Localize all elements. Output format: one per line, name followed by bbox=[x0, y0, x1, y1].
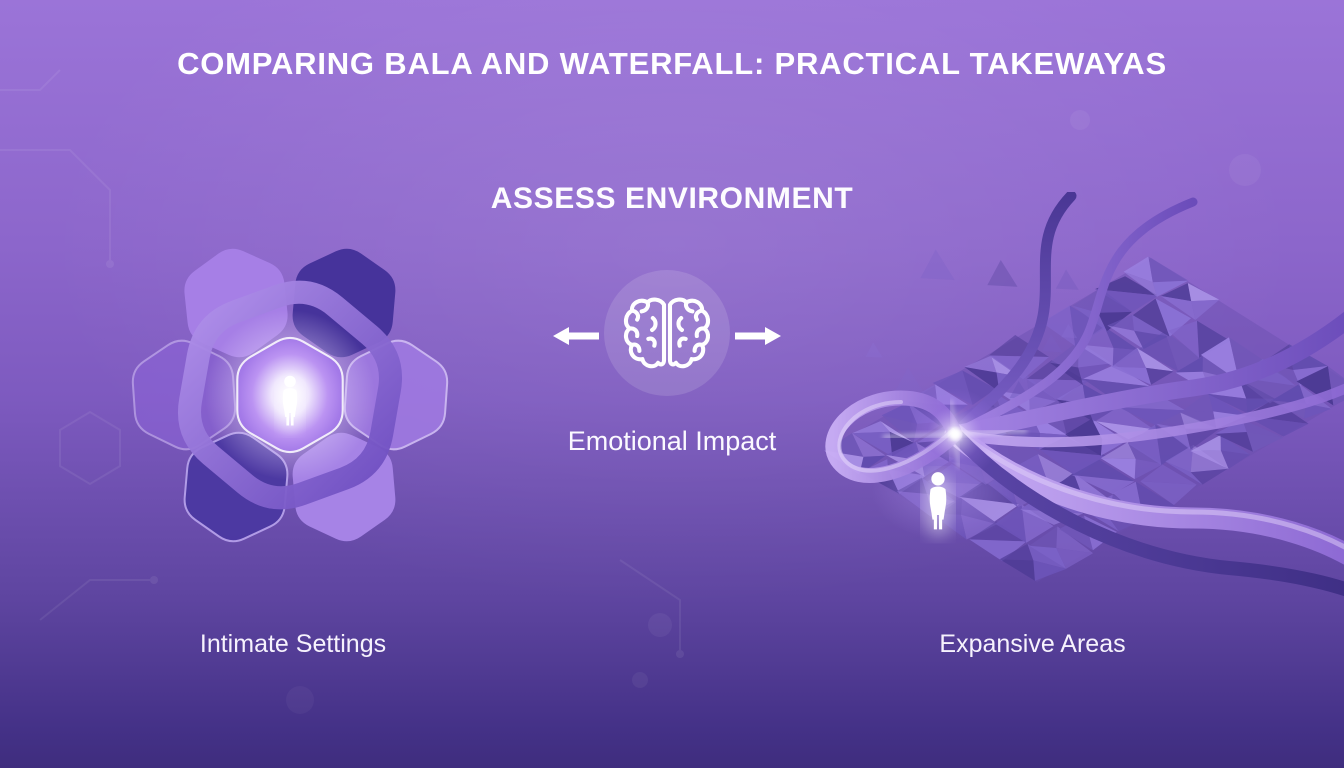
expansive-areas-illustration bbox=[824, 192, 1344, 597]
left-module-label: Intimate Settings bbox=[199, 630, 387, 658]
page-title: COMPARING BALA AND WATERFALL: PRACTICAL … bbox=[177, 46, 1167, 81]
center-label: Emotional Impact bbox=[567, 426, 777, 456]
person-icon bbox=[923, 472, 953, 537]
right-module-label: Expansive Areas bbox=[939, 630, 1126, 658]
hexagon-ring bbox=[178, 280, 402, 510]
floating-shards bbox=[865, 249, 1079, 411]
bokeh-dots bbox=[286, 110, 1261, 714]
arrow-left-icon bbox=[553, 327, 599, 345]
brain-left-hemisphere bbox=[623, 297, 667, 369]
arrow-right-icon bbox=[735, 327, 781, 345]
intimate-settings-illustration bbox=[129, 243, 451, 547]
light-flare bbox=[882, 388, 1028, 480]
flow-ribbons bbox=[825, 192, 1344, 597]
person-icon bbox=[277, 375, 303, 432]
brain-right-hemisphere bbox=[667, 297, 711, 369]
brain-circle bbox=[604, 270, 730, 396]
section-title: ASSESS ENVIRONMENT bbox=[490, 182, 854, 215]
circuit-traces bbox=[0, 69, 684, 658]
brain-icon bbox=[623, 297, 711, 369]
